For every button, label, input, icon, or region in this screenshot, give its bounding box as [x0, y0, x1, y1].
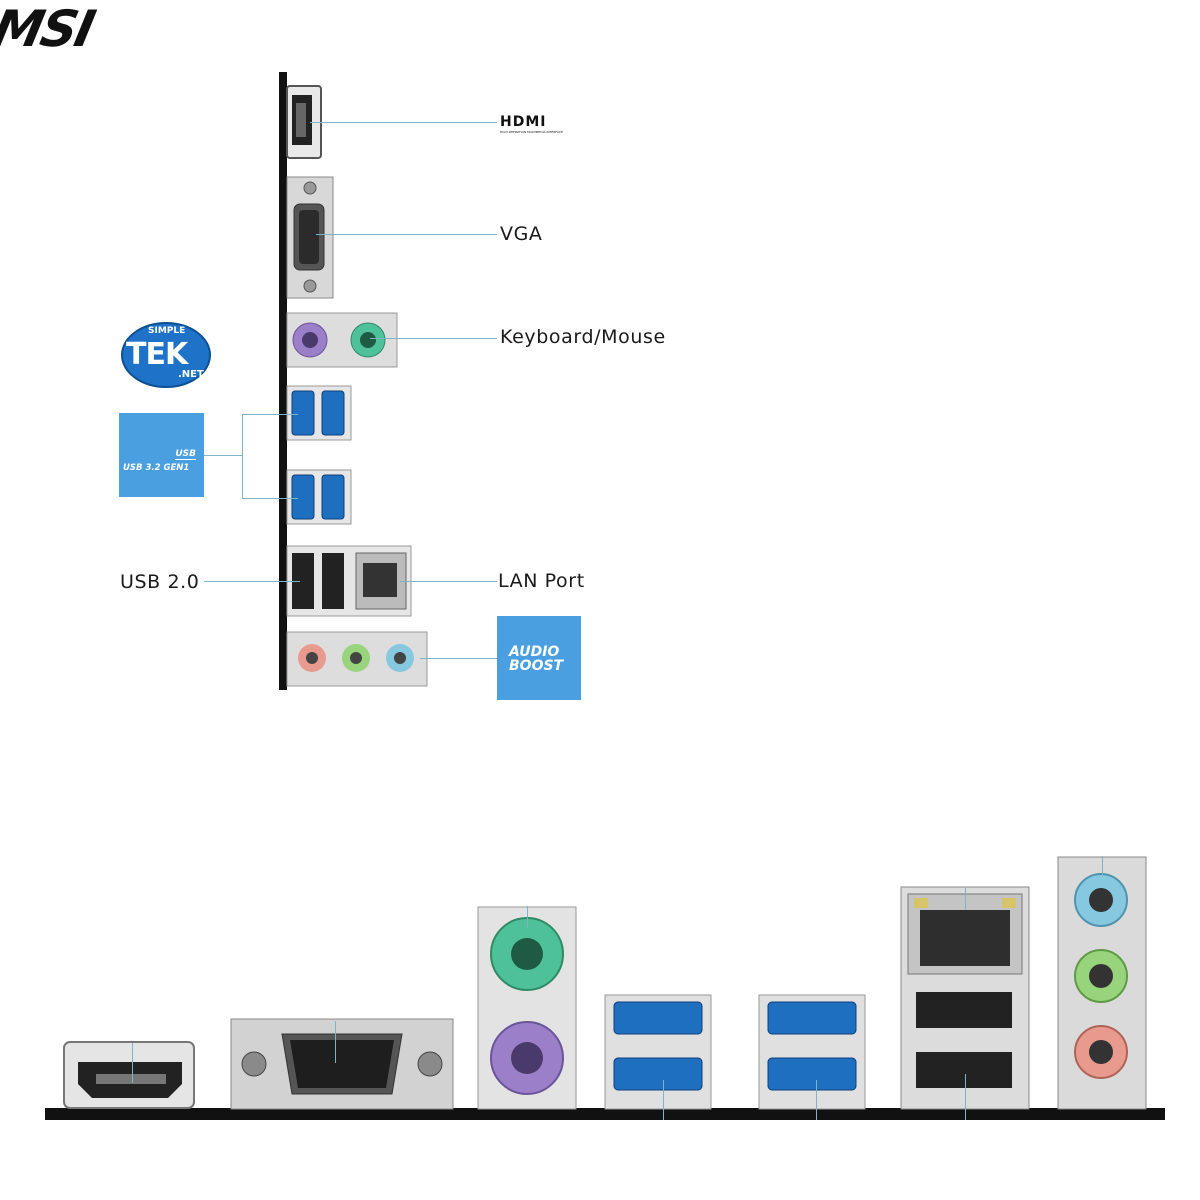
- usb3-bracket-stem: [204, 455, 242, 456]
- audio-badge-line1: AUDIO: [509, 644, 560, 660]
- ps2-label: Keyboard/Mouse: [500, 326, 666, 348]
- hdmi-logo: HDMI HIGH-DEFINITION MULTIMEDIA INTERFAC…: [500, 114, 563, 134]
- watermark-line2: TEK: [126, 337, 188, 372]
- usb-badge-text: USB 3.2 GEN1: [123, 463, 190, 473]
- ps2-rear-marker: [527, 906, 528, 928]
- vga-label: VGA: [500, 223, 543, 245]
- hdmi-logo-text: HDMI: [500, 114, 547, 130]
- hdmi-port-icon: [286, 85, 322, 159]
- usb2-rear-marker: [965, 1074, 966, 1120]
- ps2-rear-ports-icon: [477, 906, 577, 1110]
- ps2-leader-line: [370, 338, 497, 339]
- usb3-bracket-top: [242, 414, 298, 415]
- vga-port-icon: [286, 176, 334, 299]
- usb2-label: USB 2.0: [120, 571, 200, 593]
- audio-boost-badge: AUDIO BOOST: [497, 616, 581, 700]
- vga-rear-marker: [335, 1021, 336, 1063]
- usb3-side-ports-upper-icon: [286, 385, 352, 441]
- lan-label: LAN Port: [498, 570, 585, 592]
- usb2-leader-line: [204, 581, 300, 582]
- audio-rear-marker: [1102, 856, 1103, 876]
- usb3-rear-marker-1: [663, 1080, 664, 1120]
- audio-side-ports-icon: [286, 631, 428, 687]
- watermark-line1: SIMPLE: [148, 326, 186, 336]
- hdmi-leader-line: [310, 122, 497, 123]
- usb3-rear-marker-2: [816, 1080, 817, 1120]
- audio-rear-ports-icon: [1057, 856, 1147, 1110]
- usb3-side-ports-lower-icon: [286, 469, 352, 525]
- lan-leader-line: [400, 581, 497, 582]
- ps2-ports-icon: [286, 312, 398, 368]
- simpletek-watermark: SIMPLE TEK .NET: [120, 315, 216, 388]
- usb3-rear-stack1-icon: [604, 994, 712, 1110]
- hdmi-tagline: HIGH-DEFINITION MULTIMEDIA INTERFACE: [500, 130, 563, 134]
- hdmi-rear-port-icon: [63, 1041, 195, 1109]
- usb-badge-small-text: USB: [175, 449, 196, 460]
- audio-badge-line2: BOOST: [509, 658, 564, 674]
- usb3-bracket-bottom: [242, 498, 298, 499]
- watermark-globe-icon: [121, 322, 211, 388]
- usb3-rear-stack2-icon: [758, 994, 866, 1110]
- hdmi-rear-marker: [132, 1043, 133, 1083]
- watermark-line3: .NET: [178, 369, 204, 380]
- vga-leader-line: [316, 234, 497, 235]
- usb3-bracket-vertical: [242, 414, 243, 499]
- audio-leader-line: [420, 658, 497, 659]
- msi-logo: MSI: [0, 0, 99, 58]
- lan-rear-marker: [965, 888, 966, 910]
- vga-rear-port-icon: [230, 1018, 454, 1110]
- usb32-gen1-badge: USB USB 3.2 GEN1: [119, 413, 204, 497]
- rear-panel-baseline: [45, 1108, 1165, 1120]
- lan-usb2-rear-icon: [900, 886, 1030, 1110]
- usb2-lan-side-icon: [286, 545, 412, 617]
- io-shield-edge: [279, 72, 287, 690]
